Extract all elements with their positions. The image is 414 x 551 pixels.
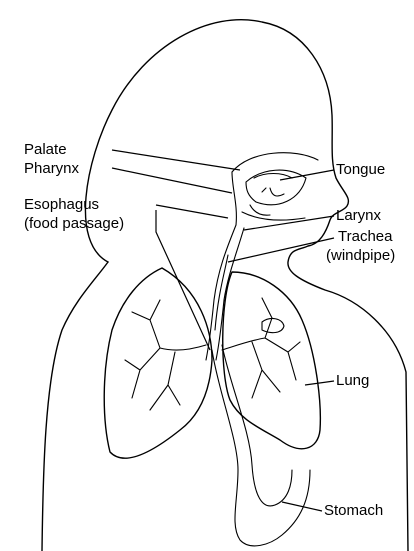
label-pharynx: Pharynx: [24, 160, 80, 177]
esophagus-leader: [156, 205, 228, 218]
palate-leader: [112, 150, 240, 170]
right-lung: [222, 272, 320, 449]
label-lung: Lung: [336, 372, 369, 389]
lung-leader: [305, 381, 334, 385]
label-trachea: Trachea: [338, 228, 393, 245]
label-esophagus: Esophagus: [24, 196, 99, 213]
tongue-leader: [280, 170, 334, 180]
pharynx-leader: [112, 168, 232, 193]
esophagus-leader-2: [156, 210, 210, 350]
label-stomach: Stomach: [324, 502, 383, 519]
label-esophagus-sub: (food passage): [24, 215, 124, 232]
label-trachea-sub: (windpipe): [326, 247, 395, 264]
body-outline: [42, 20, 408, 551]
left-lung: [104, 268, 212, 458]
head-internal: [232, 153, 318, 225]
airway: [206, 225, 244, 360]
label-tongue: Tongue: [336, 161, 385, 178]
label-palate: Palate: [24, 141, 67, 158]
esophagus-stomach: [212, 345, 310, 546]
label-larynx: Larynx: [336, 207, 382, 224]
labels: Palate Pharynx Esophagus (food passage) …: [24, 141, 395, 519]
trachea-leader: [228, 238, 334, 262]
